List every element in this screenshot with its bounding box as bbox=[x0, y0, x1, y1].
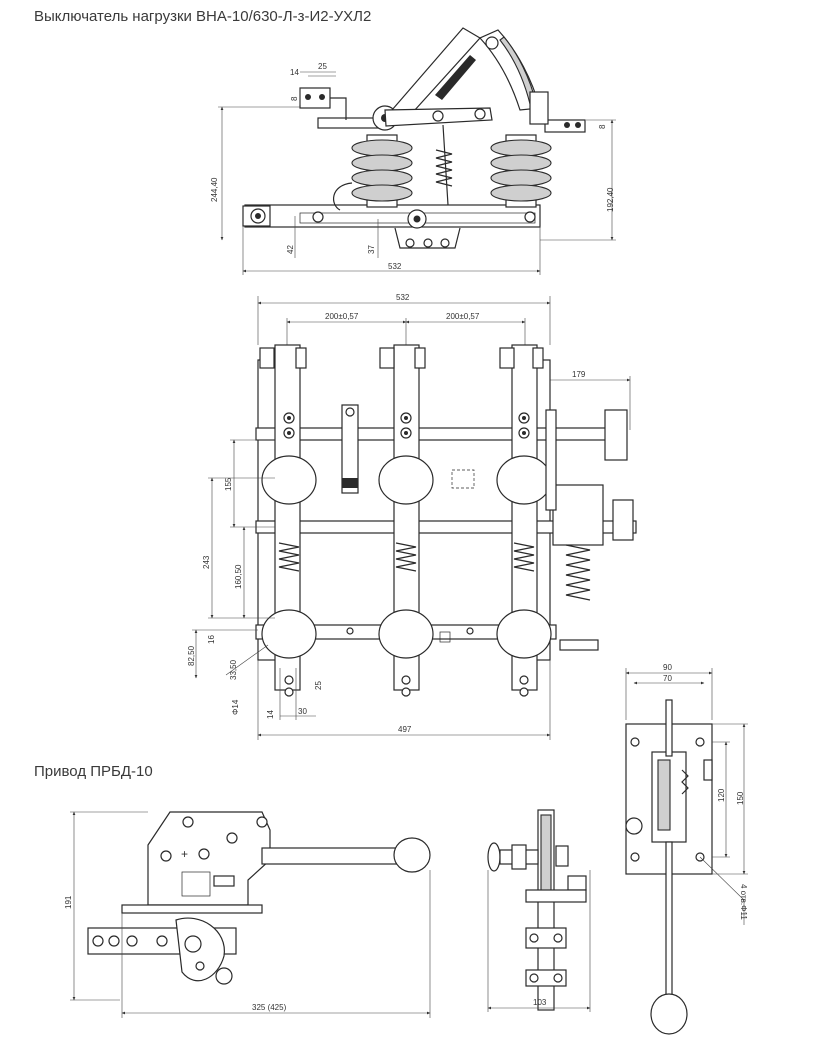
dim-14-top: 14 bbox=[290, 68, 299, 77]
drive-side-view: + 191 325 (425) bbox=[64, 811, 431, 1018]
dim-30: 30 bbox=[298, 707, 307, 716]
dim-243: 243 bbox=[202, 555, 211, 569]
dim-179: 179 bbox=[572, 370, 586, 379]
dim-37: 37 bbox=[367, 245, 376, 254]
drive-front-view: 90 70 120 150 4 отв.Φ11 bbox=[625, 663, 748, 1035]
drive-title: Привод ПРБД-10 bbox=[34, 763, 153, 780]
dim-16: 16 bbox=[207, 635, 216, 644]
dim-90: 90 bbox=[663, 663, 672, 672]
dim-150: 150 bbox=[736, 791, 745, 805]
dim-532-top: 532 bbox=[388, 262, 402, 271]
dim-160: 160,50 bbox=[234, 564, 243, 589]
dim-200-left: 200±0,57 bbox=[325, 312, 359, 321]
dim-8-right: 8 bbox=[598, 124, 607, 129]
dim-325: 325 (425) bbox=[252, 1003, 287, 1012]
dim-155: 155 bbox=[224, 477, 233, 491]
dim-25-top: 25 bbox=[318, 62, 327, 71]
side-elevation-view: 14 25 8 8 244,40 192,40 42 37 532 bbox=[210, 27, 616, 275]
dim-70: 70 bbox=[663, 674, 672, 683]
dim-14-plan: 14 bbox=[266, 710, 275, 719]
dim-120: 120 bbox=[717, 788, 726, 802]
dim-42: 42 bbox=[286, 245, 295, 254]
dim-8-left: 8 bbox=[290, 96, 299, 101]
dim-532-plan: 532 bbox=[396, 293, 410, 302]
svg-text:+: + bbox=[181, 847, 188, 861]
dim-4holes: 4 отв.Φ11 bbox=[739, 884, 748, 920]
pole-right bbox=[496, 344, 552, 697]
dim-200-right: 200±0,57 bbox=[446, 312, 480, 321]
plan-view: 532 200±0,57 200±0,57 179 bbox=[187, 293, 637, 740]
dim-191: 191 bbox=[64, 895, 73, 909]
dim-25-plan: 25 bbox=[314, 681, 323, 690]
drive-end-view: 103 bbox=[487, 809, 591, 1012]
dim-497: 497 bbox=[398, 725, 412, 734]
pole-middle bbox=[378, 344, 434, 697]
dim-244: 244,40 bbox=[210, 177, 219, 202]
dim-192: 192,40 bbox=[606, 187, 615, 212]
switch-title: Выключатель нагрузки ВНА-10/630-Л-з-И2-У… bbox=[34, 8, 372, 25]
pole-left bbox=[259, 344, 317, 697]
dim-82: 82,50 bbox=[187, 645, 196, 666]
dim-phi14: Φ14 bbox=[231, 699, 240, 715]
dim-103: 103 bbox=[533, 998, 547, 1007]
